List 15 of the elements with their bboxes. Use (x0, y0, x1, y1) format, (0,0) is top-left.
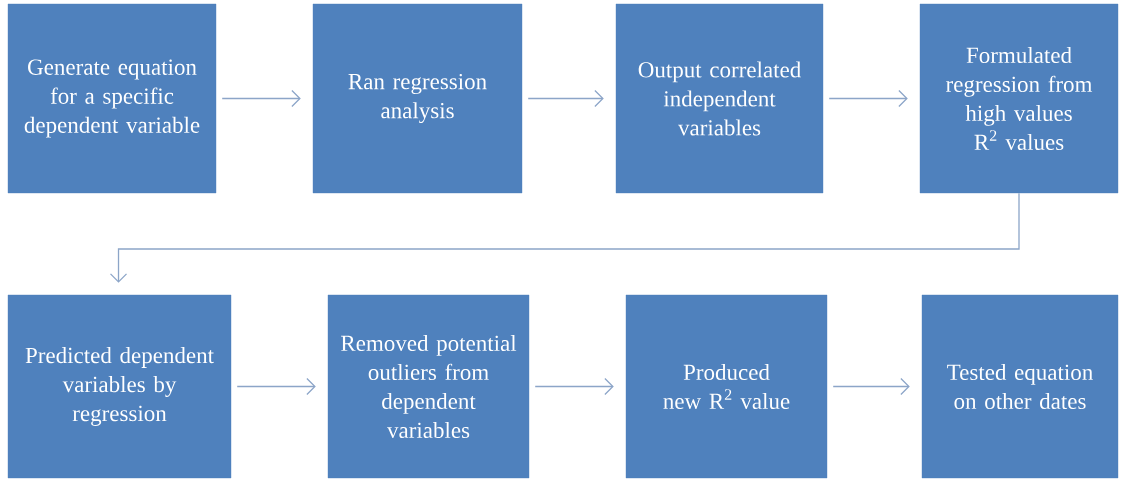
process-box: Output correlated independent variables (615, 3, 824, 194)
arrow (534, 377, 614, 396)
arrow (109, 192, 1020, 283)
arrow (828, 89, 908, 108)
arrow (236, 377, 316, 396)
process-box: Tested equation on other dates (921, 294, 1119, 479)
process-box: Ran regression analysis (312, 3, 523, 194)
arrow (527, 89, 604, 108)
process-box: Produced new R$^{2}$ value (625, 294, 828, 479)
arrow (221, 89, 301, 108)
process-box: Generate equation for a specific dependent variable (7, 3, 217, 194)
arrow (832, 377, 910, 396)
process-box: Predicted dependent variables by regression (7, 294, 232, 479)
process-box: Removed potential outliers from dependent variables (327, 294, 530, 479)
process-box: Formulated regression from high values R$^{2}$ values (919, 3, 1119, 194)
